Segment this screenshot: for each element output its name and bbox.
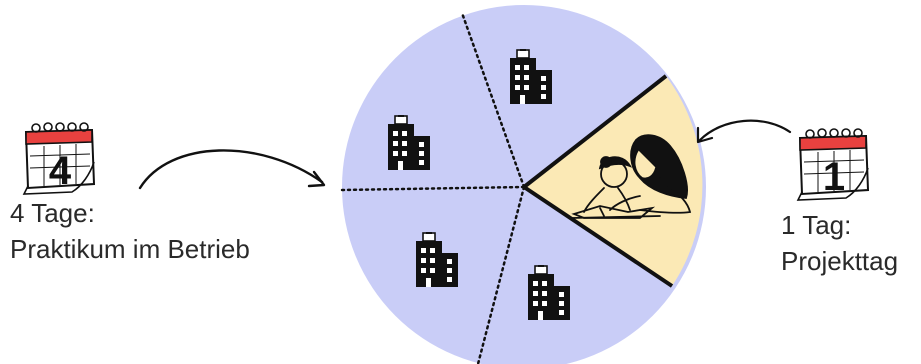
right-activity-label: Projekttag — [781, 244, 898, 278]
left-days-label: 4 Tage: — [10, 196, 95, 230]
right-days-label: 1 Tag: — [781, 208, 851, 242]
calendar-number: 4 — [49, 149, 72, 193]
arrow-to-pie — [140, 150, 324, 188]
calendar-icon: 1 — [798, 129, 868, 200]
arrow-to-projekttag — [698, 121, 790, 142]
calendar-icon: 4 — [24, 123, 94, 194]
calendar-number: 1 — [823, 155, 845, 199]
left-activity-label: Praktikum im Betrieb — [10, 232, 250, 266]
